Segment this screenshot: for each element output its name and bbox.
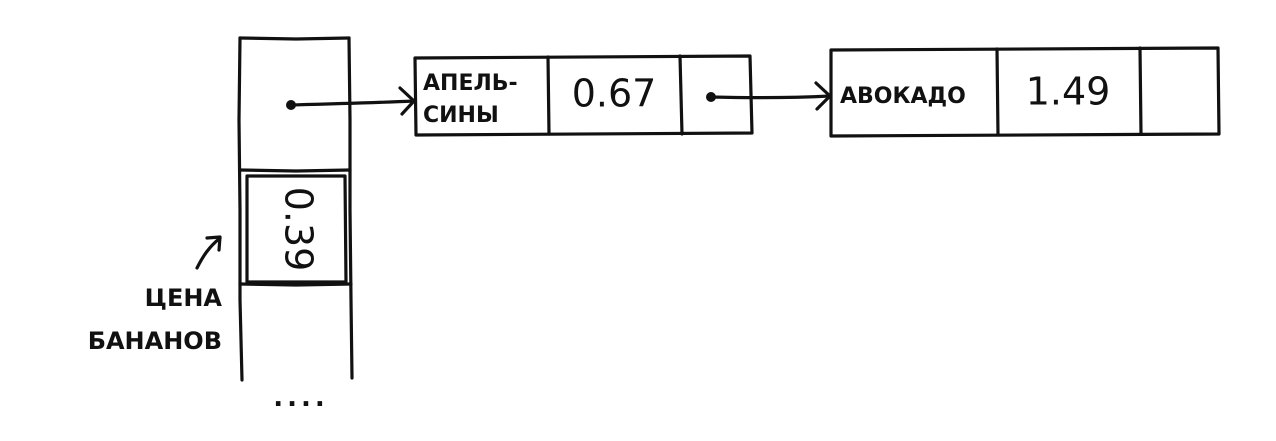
array-top-edge <box>238 36 351 41</box>
node-divider <box>546 55 551 136</box>
array-left-edge <box>237 36 244 382</box>
node-divider <box>678 54 684 136</box>
pointer-arrow-1 <box>289 86 416 116</box>
bananas-annotation: ЦЕНА БАНАНОВ <box>88 235 223 355</box>
array-right-edge <box>347 36 354 380</box>
list-node-oranges: АПЕЛЬ- СИНЫ 0.67 <box>413 54 754 137</box>
node-name: АВОКАДО <box>840 84 966 109</box>
node-price: 1.49 <box>1026 70 1111 114</box>
array-ellipsis: .... <box>273 383 329 413</box>
annotation-line-2: БАНАНОВ <box>88 327 222 355</box>
node-price: 0.67 <box>572 72 657 116</box>
annotation-arrow-head <box>205 235 222 252</box>
node-divider <box>995 47 1000 137</box>
array-cell-bananas: 0.39 <box>238 174 353 287</box>
array-cell-pointer <box>238 100 352 173</box>
annotation-arrow <box>195 236 222 270</box>
node-box <box>413 54 754 137</box>
bananas-price-value: 0.39 <box>277 187 321 272</box>
node-name-line-1: АПЕЛЬ- <box>423 71 518 96</box>
node-box <box>829 46 1221 138</box>
array-column <box>237 36 354 382</box>
node-name-line-2: СИНЫ <box>423 103 499 128</box>
list-node-avocado: АВОКАДО 1.49 <box>829 46 1221 138</box>
array-cell-divider <box>238 168 352 173</box>
pointer-arrow-2 <box>709 81 832 111</box>
annotation-line-1: ЦЕНА <box>145 284 223 312</box>
array-cell-inner-box <box>245 174 348 284</box>
array-cell-divider <box>238 282 353 287</box>
node-divider <box>1138 46 1143 136</box>
